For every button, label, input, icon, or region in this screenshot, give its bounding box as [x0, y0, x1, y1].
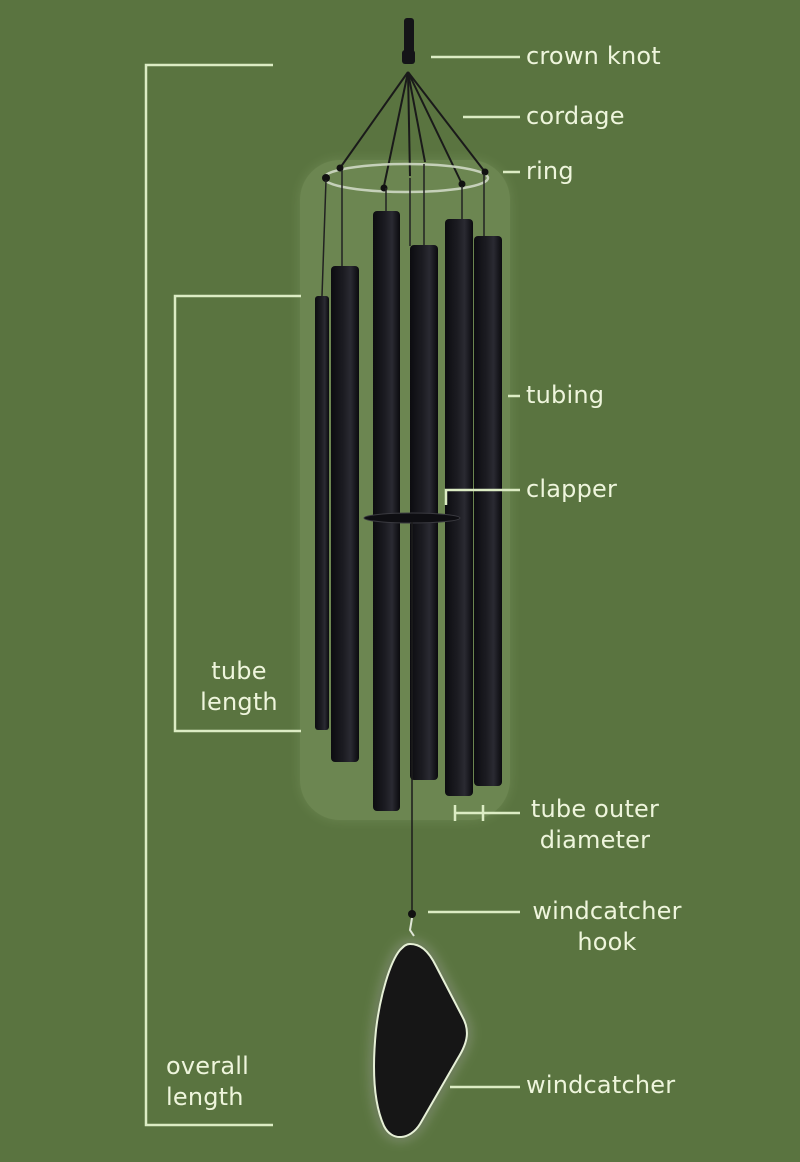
label-tube-outer-diameter: tube outer diameter [520, 794, 670, 856]
windcatcher-hook [408, 910, 416, 937]
label-overall-length-line1: overall [166, 1052, 249, 1080]
windcatcher [373, 942, 468, 1138]
label-tube-outer-diameter-line1: tube outer [530, 795, 660, 823]
tube-strings [321, 164, 485, 297]
label-clapper: clapper [526, 475, 618, 503]
label-tube-length: tube length [194, 656, 284, 718]
label-windcatcher-hook-line1: windcatcher [532, 897, 682, 925]
brackets [144, 63, 301, 1127]
tubing [315, 211, 502, 811]
leader-clapper [444, 488, 520, 505]
label-windcatcher: windcatcher [526, 1071, 676, 1099]
label-windcatcher-hook-line2: hook [577, 928, 637, 956]
label-windcatcher-hook: windcatcher hook [522, 896, 692, 958]
leader-lines [428, 55, 520, 1089]
clapper [363, 512, 461, 524]
label-tube-outer-diameter-line2: diameter [539, 826, 651, 854]
label-overall-length: overall length [166, 1051, 249, 1113]
label-tubing: tubing [526, 381, 605, 409]
label-tube-length-line2: length [200, 688, 278, 716]
tube-length-bracket [173, 294, 301, 733]
label-ring: ring [526, 157, 574, 185]
label-crown-knot: crown knot [526, 42, 661, 70]
label-overall-length-line2: length [166, 1083, 244, 1111]
overall-length-bracket [144, 63, 273, 1127]
crown-knot [402, 18, 415, 64]
label-cordage: cordage [526, 102, 625, 130]
label-tube-length-line1: tube [211, 657, 267, 685]
